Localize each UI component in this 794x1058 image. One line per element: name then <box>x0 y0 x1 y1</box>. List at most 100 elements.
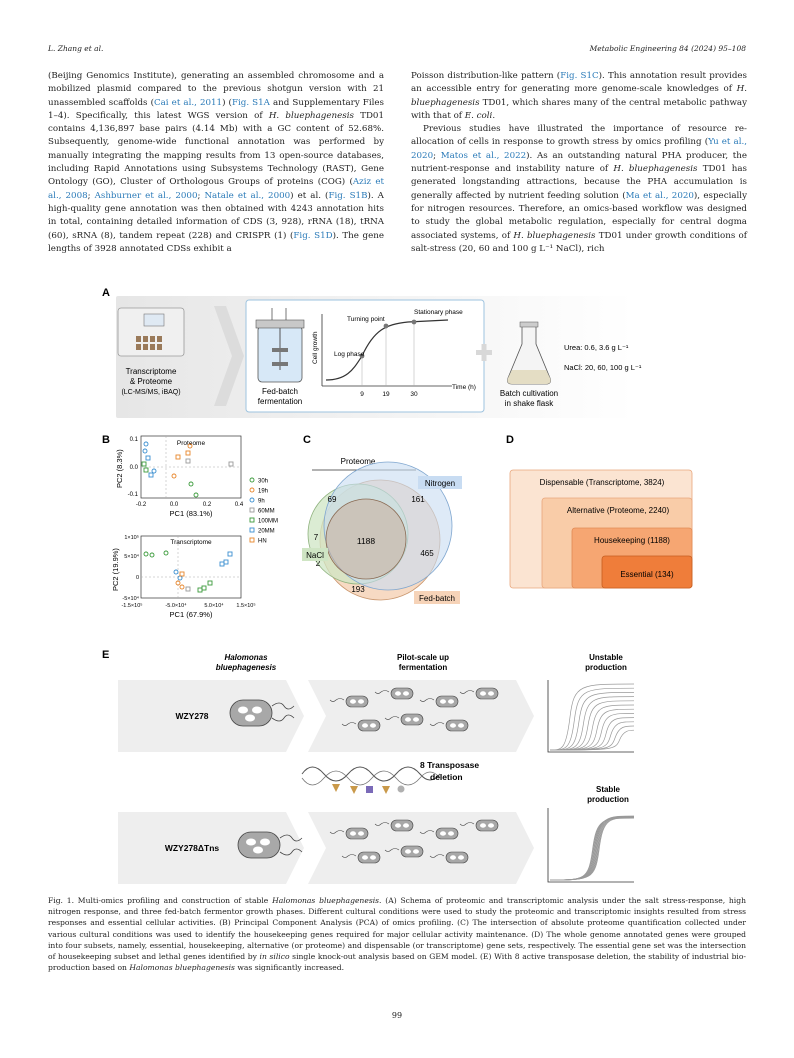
pca-transcriptome-xtick: 1.5×10⁵ <box>236 602 255 609</box>
panel-c-label: C <box>303 434 311 446</box>
pca-legend-label: 20MM <box>258 529 275 535</box>
production-curve <box>549 683 635 751</box>
pca-proteome-xtick: 0.0 <box>170 502 179 508</box>
pca-point <box>249 537 255 543</box>
cell-granule <box>458 723 464 728</box>
cell-granule <box>413 849 419 854</box>
growth-y-label: Cell growth <box>312 331 319 364</box>
pca-legend-label: 100MM <box>258 519 278 525</box>
transposase-label-2: deletion <box>430 772 463 782</box>
figure-1: A Transcriptome & Proteome (LC-MS/MS, iB… <box>96 286 701 886</box>
plus-icon <box>476 344 492 361</box>
cell-granule <box>350 831 356 836</box>
cell-granule <box>370 855 376 860</box>
figure-link[interactable]: Fig. S1B <box>328 190 368 201</box>
left-column: (Beijing Genomics Institute), generating… <box>48 70 384 256</box>
omics-label-3: (LC-MS/MS, iBAQ) <box>121 389 180 396</box>
cell-granule <box>450 723 456 728</box>
pca-transcriptome-ytick: 0 <box>136 575 139 581</box>
pca-point <box>249 497 255 503</box>
pca-proteome-title: Proteome <box>177 440 206 447</box>
cell-granule <box>395 691 401 696</box>
pca-legend-label: 60MM <box>258 509 275 515</box>
citation-link[interactable]: Ma et al., 2020 <box>625 190 694 201</box>
cell-flagellum <box>341 854 357 858</box>
pca-point <box>151 468 157 474</box>
venn-label-nacl: NaCl <box>306 551 324 560</box>
panel-e-label: E <box>102 649 109 661</box>
citation-link[interactable]: Yu et al., 2020 <box>411 137 747 161</box>
cell-flagellum <box>429 854 445 858</box>
right-paragraph-1: Poisson distribution-like pattern (Fig. … <box>411 71 747 121</box>
unstable-label-1: Unstable <box>589 653 623 662</box>
pca-proteome-ytick: 0.0 <box>130 465 139 471</box>
pca-transcriptome-title: Transcriptome <box>170 539 212 546</box>
cell-granule <box>370 723 376 728</box>
fermenter-label-1: Fed-batch <box>262 387 298 396</box>
pca-point <box>149 552 155 558</box>
fermenter-label-2: fermentation <box>258 397 302 406</box>
cell-body <box>435 695 459 708</box>
dna-strand-icon <box>301 766 441 794</box>
left-paragraph: (Beijing Genomics Institute), generating… <box>48 71 384 254</box>
omics-label-2: & Proteome <box>130 377 173 386</box>
right-paragraph-2: Previous studies have illustrated the im… <box>411 124 747 254</box>
pca-proteome-xtick: -0.2 <box>136 502 147 508</box>
venn-title: Proteome <box>341 457 376 466</box>
pca-point <box>148 472 154 478</box>
turning-point-label: Turning point <box>347 316 385 323</box>
cell-granule <box>448 699 454 704</box>
pca-proteome-ytick: 0.1 <box>130 437 139 443</box>
figure-link[interactable]: Fig. S1C <box>560 71 599 81</box>
cell-flagellum <box>374 690 390 694</box>
point-stationary <box>411 319 417 325</box>
cell-flagellum <box>384 716 400 720</box>
cell-granule <box>480 823 486 828</box>
cell-granule <box>405 849 411 854</box>
cell-body <box>345 827 369 840</box>
pca-point <box>201 585 207 591</box>
pca-legend-label: 9h <box>258 499 265 505</box>
pca-point <box>142 448 148 454</box>
stable-label-1: Stable <box>596 785 621 794</box>
citation-link[interactable]: Ashburner et al., 2000 <box>94 190 198 201</box>
cell-granule <box>358 699 364 704</box>
pca-transcriptome-ylabel: PC2 (19.9%) <box>111 548 120 591</box>
page-number: 99 <box>391 1011 403 1020</box>
pca-transcriptome-ytick: 5×10⁴ <box>124 553 139 560</box>
citation-link[interactable]: Matos et al., 2022 <box>440 150 527 161</box>
figure-link[interactable]: Fig. S1A <box>231 97 270 108</box>
venn-count-nitrogen-only: 161 <box>411 495 425 504</box>
gene-set-housekeeping-label: Housekeeping (1188) <box>594 536 670 545</box>
pca-point <box>145 455 151 461</box>
figure-link[interactable]: Fig. S1D <box>293 230 333 241</box>
pilot-label-2: fermentation <box>399 663 448 672</box>
pca-point <box>249 517 255 523</box>
cell-body <box>357 851 381 864</box>
venn-core-region <box>325 498 407 580</box>
pca-proteome-xlabel: PC1 (83.1%) <box>170 509 213 518</box>
venn-count-nacl-only: 7 <box>314 533 319 542</box>
pca-point <box>177 575 183 581</box>
cell-flagellum <box>341 722 357 726</box>
cell-body <box>475 819 499 832</box>
growth-x-label: Time (h) <box>452 384 476 391</box>
citation-link[interactable]: Natale et al., 2000 <box>204 190 291 201</box>
cell-granule <box>480 691 486 696</box>
panel-b-label: B <box>102 434 110 446</box>
figure-1-graphic: A Transcriptome & Proteome (LC-MS/MS, iB… <box>102 287 693 884</box>
pca-point <box>175 454 181 460</box>
pca-point <box>187 443 193 449</box>
venn-count-nitrogen-nacl: 69 <box>328 495 337 504</box>
citation-link[interactable]: Cai et al., 2011 <box>153 97 223 108</box>
wzy278dtns-band <box>118 812 304 884</box>
panel-a-arrow <box>214 306 244 406</box>
cell-granule <box>458 855 464 860</box>
cell-flagellum <box>419 698 435 702</box>
stable-curves <box>549 815 635 881</box>
venn-label-nitrogen: Nitrogen <box>425 479 455 488</box>
cell-flagellum <box>384 848 400 852</box>
cell-body <box>400 845 424 858</box>
citation-link[interactable]: Aziz et al., 2008 <box>48 177 384 201</box>
